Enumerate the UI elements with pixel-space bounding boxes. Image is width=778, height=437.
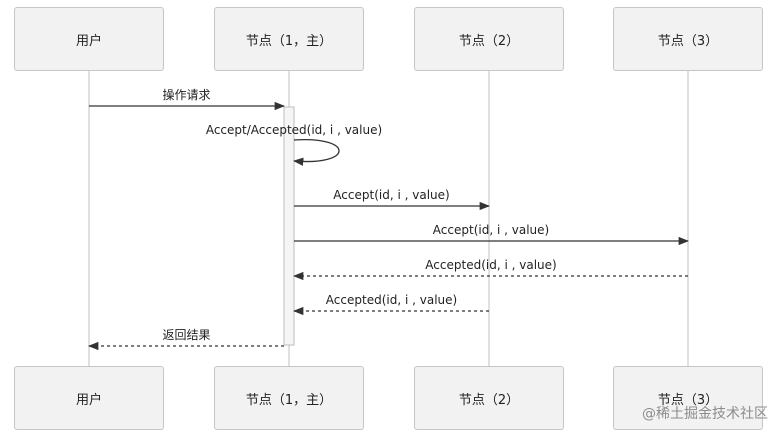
participant-box-node2-bottom: 节点（2） — [414, 366, 564, 430]
participant-box-node3-bottom: 节点（3） — [613, 366, 763, 430]
participant-box-node1-top: 节点（1，主） — [214, 7, 364, 71]
participant-box-user-bottom: 用户 — [14, 366, 164, 430]
message-label-7: 返回结果 — [162, 328, 211, 342]
participant-box-node1-bottom: 节点（1，主） — [214, 366, 364, 430]
message-label-4: Accept(id, i , value) — [432, 223, 550, 237]
message-arrow-2 — [292, 138, 340, 166]
lifelines — [88, 71, 689, 366]
watermark-text: @稀土掘金技术社区 — [642, 406, 768, 422]
participant-box-node3-top: 节点（3） — [613, 7, 763, 71]
message-label-5: Accepted(id, i , value) — [425, 258, 557, 272]
activation-layer — [283, 106, 295, 346]
message-label-3: Accept(id, i , value) — [333, 188, 450, 202]
activation-bar-node1 — [283, 106, 295, 346]
participant-box-node2-top: 节点（2） — [414, 7, 564, 71]
message-label-2: Accept/Accepted(id, i , value) — [205, 123, 383, 137]
message-label-1: 操作请求 — [162, 88, 211, 102]
participant-box-user-top: 用户 — [14, 7, 164, 71]
message-label-6: Accepted(id, i , value) — [325, 293, 458, 307]
message-arrows — [87, 101, 690, 351]
